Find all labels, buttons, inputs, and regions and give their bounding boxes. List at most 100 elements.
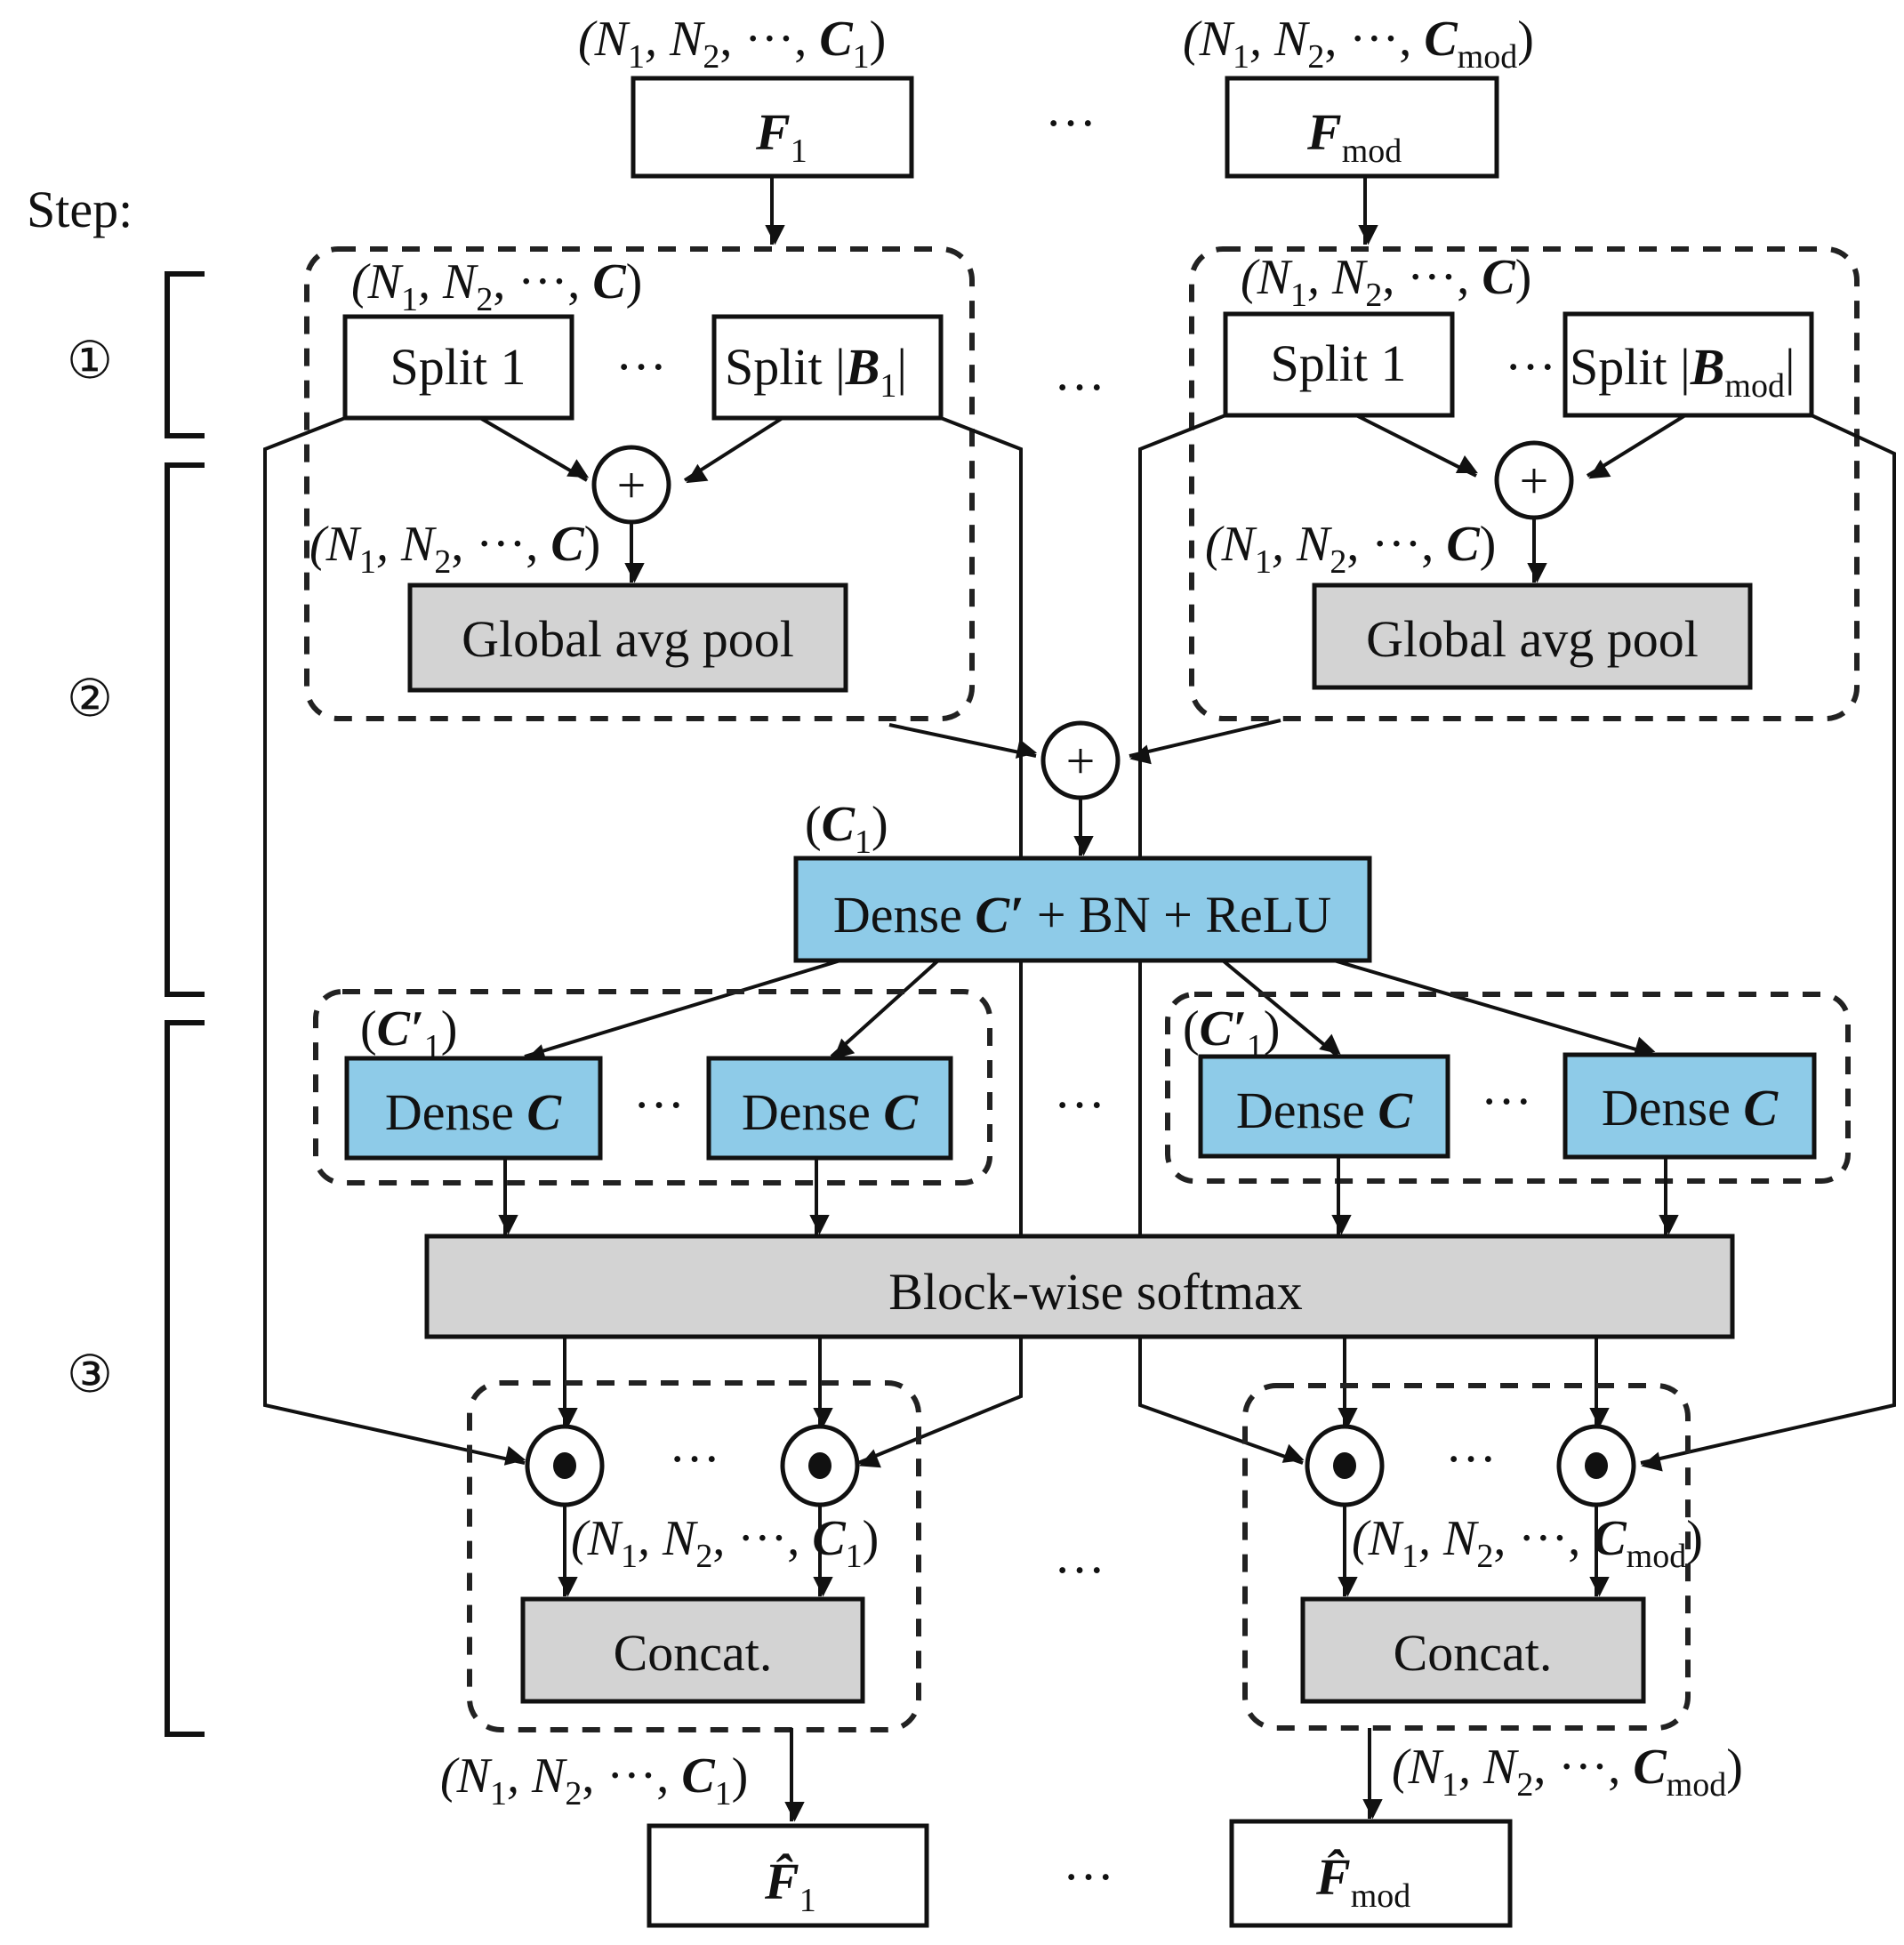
input-f1-dim: (N1, N2, ···, C1) [578, 12, 886, 76]
input-fmod: (N1, N2, ···, Cmod) Fmod [1183, 12, 1534, 179]
softmax-box [424, 1234, 1735, 1339]
plus-icon: + [617, 456, 647, 514]
edge-right-pool-to-fuse [1129, 719, 1281, 765]
left-dense-ellipsis: ··· [633, 1076, 685, 1134]
left-concat-label: Concat. [614, 1624, 773, 1682]
input-ellipsis: ··· [1045, 94, 1097, 152]
odot-dot [1333, 1452, 1356, 1479]
left-dense-group [313, 989, 992, 1185]
shared-dense-box [793, 856, 1372, 963]
output-f1-label: F̂1 [764, 1853, 816, 1919]
middle-select-ellipsis: ··· [1054, 1541, 1105, 1599]
output-f1-box [647, 1823, 929, 1928]
step-2: ② [67, 462, 205, 997]
right-concat-label: Concat. [1394, 1624, 1553, 1682]
edge-shared-to-left-dense1 [524, 959, 841, 1064]
left-mul-1 [525, 1424, 605, 1507]
right-select-group [1242, 1383, 1691, 1731]
right-pool-box [1312, 583, 1753, 690]
output-f1: F̂1 [647, 1823, 929, 1928]
plus-circle-icon [1494, 440, 1574, 520]
left-pool-label: Global avg pool [462, 610, 794, 668]
shared-dense-label: Dense C′ + BN + ReLU [833, 886, 1331, 944]
plus-circle-icon [1040, 720, 1121, 800]
right-mul-dim: (N1, N2, ···, Cmod) [1352, 1511, 1703, 1575]
right-bypass-splitlast [1640, 414, 1896, 1472]
right-dense-group [1165, 992, 1851, 1184]
step-1-bracket [165, 271, 205, 438]
odot-dot [553, 1452, 576, 1479]
output-fmod-box [1229, 1819, 1513, 1928]
middle-dense-ellipsis: ··· [1054, 1076, 1105, 1134]
left-mul-ellipsis: ··· [669, 1430, 720, 1488]
left-split-dim: (N1, N2, ···, C) [351, 254, 642, 318]
right-mul-1 [1305, 1424, 1385, 1507]
right-split-1-label: Split 1 [1270, 334, 1406, 392]
edge-left-pool-to-fuse [888, 723, 1038, 759]
step-2-marker: ② [67, 670, 113, 727]
step-2-bracket [165, 462, 205, 997]
right-split-dim: (N1, N2, ···, C) [1241, 250, 1531, 314]
right-mul-2 [1556, 1424, 1636, 1507]
output-f1-dim: (N1, N2, ···, C1) [440, 1748, 748, 1812]
step-3-bracket [165, 1020, 205, 1737]
softmax-label: Block-wise softmax [888, 1263, 1303, 1321]
right-pool-label: Global avg pool [1366, 610, 1699, 668]
output-ellipsis: ··· [1063, 1848, 1114, 1906]
right-dense-1-label: Dense C [1236, 1081, 1413, 1139]
left-split-ellipsis: ··· [615, 338, 667, 396]
left-bypass-split1 [263, 416, 526, 1466]
right-dense-ellipsis: ··· [1481, 1073, 1532, 1130]
fuse-dim: (C1) [805, 797, 888, 861]
left-dense-1-box [344, 1056, 603, 1161]
left-mul-dim: (N1, N2, ···, C1) [571, 1511, 879, 1575]
left-pool-box [407, 583, 848, 693]
left-dense-1-label: Dense C [385, 1083, 562, 1141]
left-mul-2 [780, 1424, 860, 1507]
output-fmod-dim: (N1, N2, ···, Cmod) [1392, 1740, 1743, 1804]
input-fmod-box [1225, 76, 1499, 179]
step-3-marker: ③ [67, 1346, 113, 1403]
right-dense-1-box [1198, 1054, 1450, 1159]
left-split-pool-group [304, 246, 975, 721]
right-split-last-label: Split |Bmod| [1570, 338, 1796, 405]
right-plus-node: + [1494, 440, 1574, 520]
left-select-group [467, 1380, 921, 1732]
edge-shared-to-right-dense2 [1333, 959, 1656, 1057]
left-plus-node: + [591, 445, 671, 525]
left-split-1-box [342, 314, 574, 421]
input-f1: (N1, N2, ···, C1) F1 [578, 12, 914, 179]
odot-dot [808, 1452, 831, 1479]
plus-icon: + [1520, 452, 1549, 510]
edge-shared-to-left-dense2 [830, 959, 940, 1059]
left-split-last-label: Split |B1| [725, 338, 907, 405]
plus-icon: + [1066, 732, 1096, 790]
step-1: ① [67, 271, 205, 438]
left-dense-2-label: Dense C [742, 1083, 919, 1141]
left-dense-group-label: (C′1) [360, 1001, 457, 1065]
right-concat-box [1300, 1596, 1646, 1704]
input-fmod-dim: (N1, N2, ···, Cmod) [1183, 12, 1534, 76]
fuse-plus-node: + [1040, 720, 1121, 800]
left-concat-box [520, 1596, 865, 1704]
right-split-ellipsis: ··· [1505, 338, 1556, 396]
left-split-last-box [711, 314, 944, 421]
right-split-1-box [1223, 311, 1455, 418]
right-dense-2-label: Dense C [1602, 1079, 1779, 1137]
left-split-1-label: Split 1 [390, 338, 526, 396]
odot-dot [1585, 1452, 1608, 1479]
step-label: Step: [27, 181, 133, 238]
right-dense-2-box [1563, 1052, 1817, 1160]
middle-split-ellipsis: ··· [1054, 358, 1105, 416]
edge-left-splitlast-to-plus [683, 416, 784, 484]
right-mul-ellipsis: ··· [1445, 1430, 1497, 1488]
edge-right-split1-to-plus [1355, 414, 1478, 478]
input-fmod-label: Fmod [1306, 103, 1402, 170]
left-dense-2-box [706, 1056, 953, 1161]
step-1-marker: ① [67, 332, 113, 390]
input-f1-box [631, 76, 914, 179]
step-3: ③ [67, 1020, 205, 1737]
left-sum-dim: (N1, N2, ···, C) [309, 517, 600, 581]
edge-shared-to-right-dense1 [1221, 959, 1341, 1058]
